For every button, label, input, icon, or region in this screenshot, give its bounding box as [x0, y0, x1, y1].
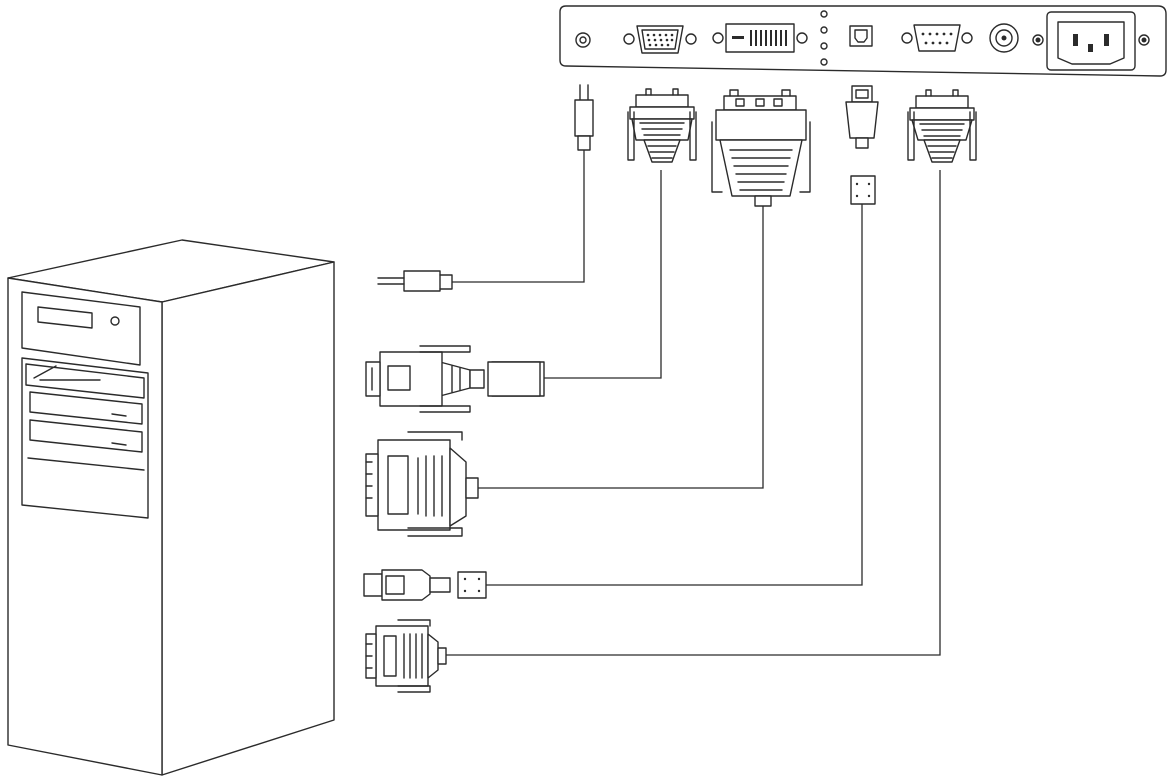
dvi-port-icon: [712, 23, 808, 53]
desktop-tower-icon: [7, 239, 335, 776]
rs232-cable: [365, 89, 977, 693]
vga-port-icon: [623, 25, 697, 54]
monitor-rear-panel: [559, 5, 1167, 77]
ac-power-inlet-icon: [1046, 11, 1136, 71]
status-led-column: [820, 10, 828, 66]
rf-coax-port-icon: [989, 23, 1019, 53]
screw-icon: [1032, 34, 1044, 46]
screw-icon: [1138, 34, 1150, 46]
dvi-cable: [365, 89, 811, 537]
audio-cable: [377, 84, 594, 292]
usb-cable: [363, 85, 879, 601]
rs232-port-icon: [901, 24, 973, 52]
usb-b-port-icon: [849, 25, 873, 47]
audio-in-jack-icon: [575, 32, 591, 48]
